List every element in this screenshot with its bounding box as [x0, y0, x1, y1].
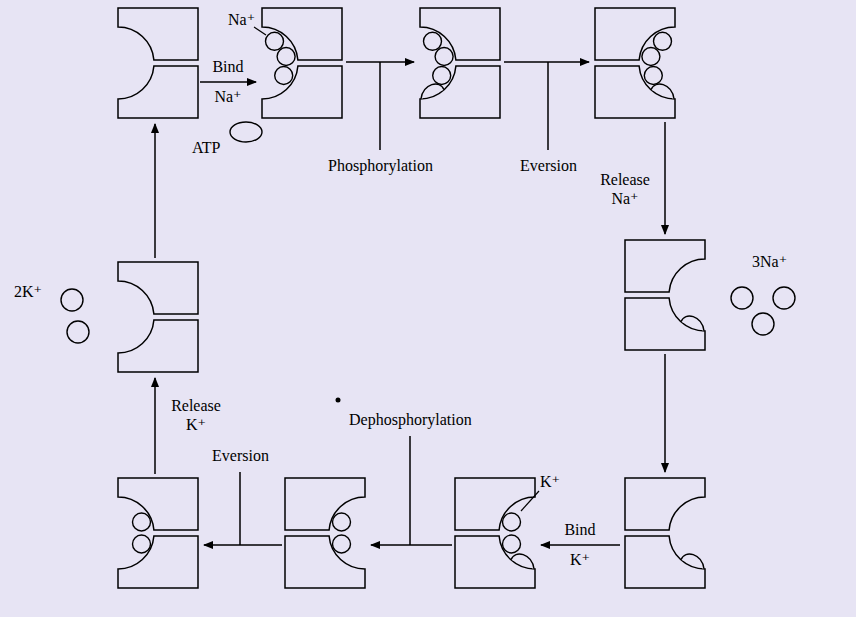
- atp-molecule: [230, 122, 262, 142]
- ion-label: Na⁺: [228, 10, 255, 29]
- step-label: Bind K⁺: [558, 515, 602, 575]
- pump-stage: [455, 478, 535, 588]
- released-ions: [61, 287, 795, 343]
- molecule-label: ATP: [192, 138, 220, 157]
- ion-label: 2K⁺: [14, 282, 42, 301]
- pump-stage: [118, 478, 198, 588]
- step-label: Release K⁺: [166, 396, 226, 434]
- ion-label: 3Na⁺: [752, 252, 787, 271]
- cycle-arrows: [155, 62, 665, 545]
- pump-stage: [625, 240, 705, 350]
- pump-stage: [285, 478, 365, 588]
- leader-lines: [254, 27, 539, 511]
- pump-stage: [118, 8, 198, 118]
- step-label: Release Na⁺: [594, 170, 656, 208]
- stray-dot: [336, 398, 341, 403]
- step-label: Eversion: [520, 156, 577, 175]
- pump-stage: [595, 8, 675, 118]
- pump-stage: [420, 8, 500, 118]
- pump-stage: [262, 8, 342, 118]
- pump-stage: [625, 478, 705, 588]
- step-label: Eversion: [212, 446, 269, 465]
- step-label: Phosphorylation: [328, 156, 433, 175]
- ion-label: K⁺: [540, 472, 560, 491]
- step-label: Bind Na⁺: [206, 52, 250, 112]
- pump-stage: [118, 262, 198, 372]
- step-label: Dephosphorylation: [349, 410, 472, 429]
